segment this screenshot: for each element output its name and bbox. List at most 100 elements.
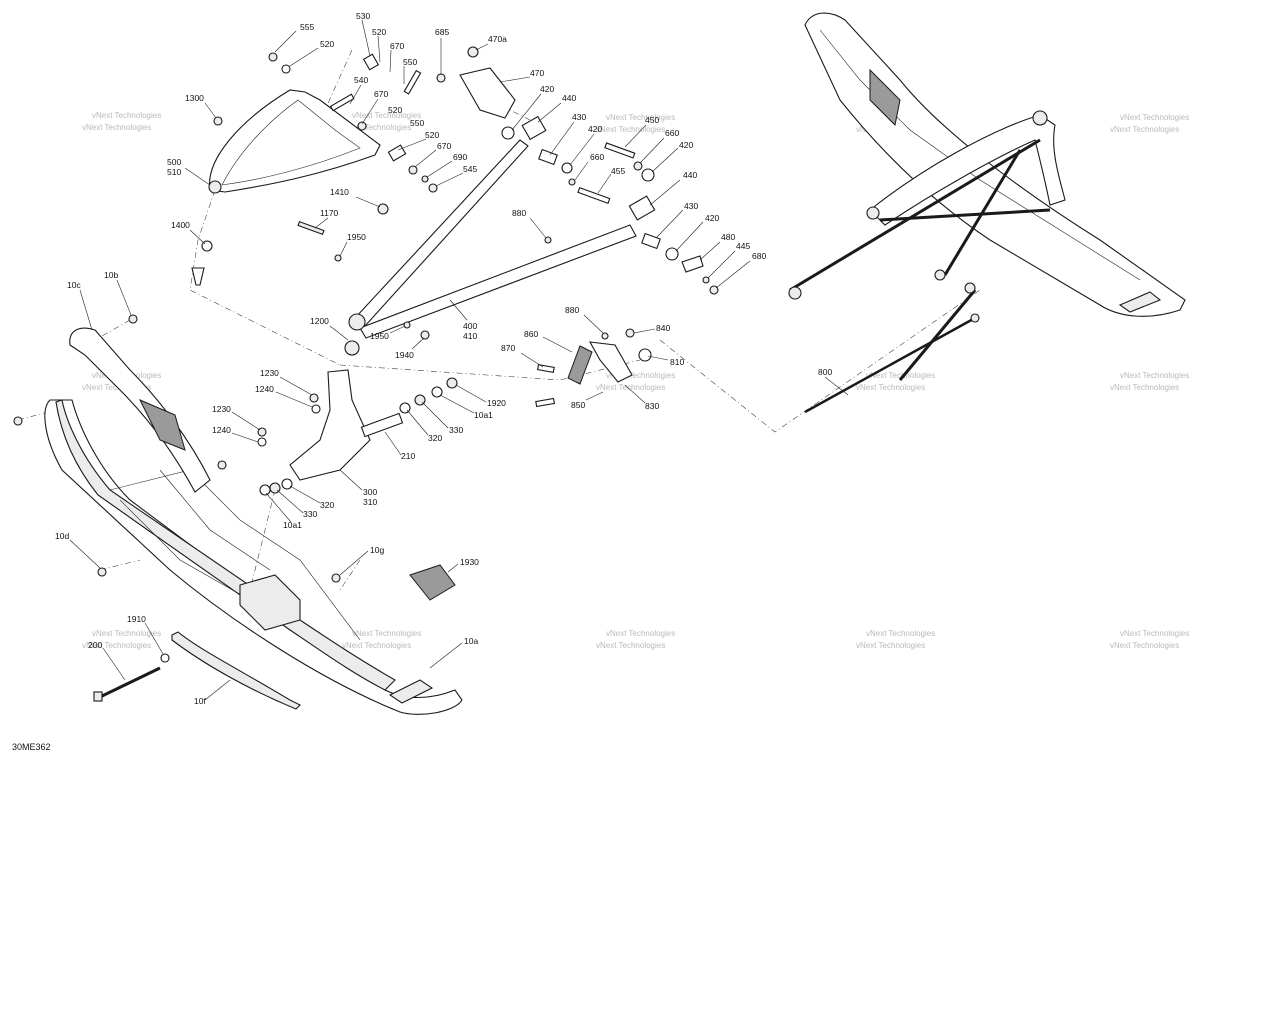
callout-445: 445 xyxy=(736,241,750,251)
watermark: vNext Technologies xyxy=(82,383,151,392)
clip-1950a xyxy=(334,254,342,262)
spindle-shaft-210 xyxy=(360,412,404,438)
bushing-420a xyxy=(501,126,515,140)
callout-850: 850 xyxy=(571,400,585,410)
tube-440a xyxy=(521,115,547,141)
ski-body xyxy=(44,399,463,715)
ski-inner-rail xyxy=(55,399,396,691)
callout-830: 830 xyxy=(645,401,659,411)
watermark: vNext Technologies xyxy=(82,641,151,650)
ring-690 xyxy=(421,175,429,183)
bolt-685 xyxy=(436,73,446,83)
diagram-reference-code: 30ME362 xyxy=(12,742,51,752)
callout-670: 670 xyxy=(437,141,451,151)
callout-310: 310 xyxy=(363,497,377,507)
callout-10a1: 10a1 xyxy=(283,520,302,530)
clip-880b xyxy=(601,332,609,340)
bolt-head xyxy=(93,691,103,702)
callout-550: 550 xyxy=(410,118,424,128)
tie-rod-800 xyxy=(804,316,976,414)
callout-660: 660 xyxy=(665,128,679,138)
callout-10b: 10b xyxy=(104,270,118,280)
callout-1930: 1930 xyxy=(460,557,479,567)
callout-labels: 555 530 520 520 670 550 685 470a 470 420… xyxy=(55,11,832,706)
spindle-assembly xyxy=(257,340,458,496)
bolt-550a xyxy=(403,69,422,95)
callout-210: 210 xyxy=(401,451,415,461)
watermark: vNext Technologies xyxy=(1120,629,1189,638)
watermark: vNext Technologies xyxy=(606,113,675,122)
nut-840 xyxy=(625,328,635,338)
callout-800: 800 xyxy=(818,367,832,377)
callout-10g: 10g xyxy=(370,545,384,555)
callout-320: 320 xyxy=(428,433,442,443)
sleeve-430a xyxy=(538,148,558,166)
callout-1400: 1400 xyxy=(171,220,190,230)
callout-470: 470 xyxy=(530,68,544,78)
callout-10a1: 10a1 xyxy=(474,410,493,420)
callout-520: 520 xyxy=(425,130,439,140)
washer-670b xyxy=(357,121,367,131)
bushing-1940 xyxy=(420,330,430,340)
callout-330: 330 xyxy=(449,425,463,435)
callout-330: 330 xyxy=(303,509,317,519)
callout-300: 300 xyxy=(363,487,377,497)
right-frame-arm xyxy=(869,114,1066,226)
watermark: vNext Technologies xyxy=(596,125,665,134)
callout-1230: 1230 xyxy=(260,368,279,378)
bolt-10d xyxy=(97,567,107,577)
upper-a-arm xyxy=(191,52,438,286)
fastener-1410 xyxy=(377,203,389,215)
watermark: vNext Technologies xyxy=(606,371,675,380)
callout-1950: 1950 xyxy=(347,232,366,242)
right-joint-b xyxy=(866,206,880,220)
bolt-540 xyxy=(329,93,355,112)
callout-400: 400 xyxy=(463,321,477,331)
callout-10a: 10a xyxy=(464,636,478,646)
washer-445 xyxy=(702,276,710,284)
callout-530: 530 xyxy=(356,11,370,21)
spindle xyxy=(289,369,371,481)
callout-840: 840 xyxy=(656,323,670,333)
bolt-right xyxy=(217,460,227,470)
watermark: vNext Technologies xyxy=(1110,641,1179,650)
nut-555 xyxy=(268,52,278,62)
watermark: vNext Technologies xyxy=(866,629,935,638)
steering-link xyxy=(535,328,652,408)
washer-520a xyxy=(281,64,291,74)
right-joint-a xyxy=(788,286,802,300)
steering-arm-810 xyxy=(588,341,633,383)
callout-420: 420 xyxy=(679,140,693,150)
bushing-420b xyxy=(561,162,573,174)
watermark: vNext Technologies xyxy=(866,371,935,380)
ski-wear-pad xyxy=(409,564,456,601)
bushing-10a1b xyxy=(259,484,271,496)
callout-440: 440 xyxy=(683,170,697,180)
watermark: vNext Technologies xyxy=(82,123,151,132)
nut-545 xyxy=(428,183,438,193)
watermark: vNext Technologies xyxy=(92,111,161,120)
callout-455: 455 xyxy=(611,166,625,176)
washer-1240a xyxy=(311,404,321,414)
watermark: vNext Technologies xyxy=(342,123,411,132)
callout-880: 880 xyxy=(512,208,526,218)
callout-420: 420 xyxy=(705,213,719,223)
bolt-10b xyxy=(128,314,138,324)
watermark: vNext Technologies xyxy=(856,641,925,650)
watermark: vNext Technologies xyxy=(92,629,161,638)
watermark: vNext Technologies xyxy=(1120,371,1189,380)
radius-rods xyxy=(348,46,719,340)
right-tube-2 xyxy=(879,208,1051,222)
washer-1910 xyxy=(160,653,170,663)
callout-670: 670 xyxy=(374,89,388,99)
bolt-1170 xyxy=(297,220,325,236)
ski-spindle-mount xyxy=(239,574,301,631)
callout-810: 810 xyxy=(670,357,684,367)
bolt-side xyxy=(13,416,23,426)
callout-1950: 1950 xyxy=(370,331,389,341)
link-480 xyxy=(681,255,704,273)
ski-bolt xyxy=(99,666,161,699)
callout-500: 500 xyxy=(167,157,181,167)
ski-right xyxy=(804,12,1186,317)
